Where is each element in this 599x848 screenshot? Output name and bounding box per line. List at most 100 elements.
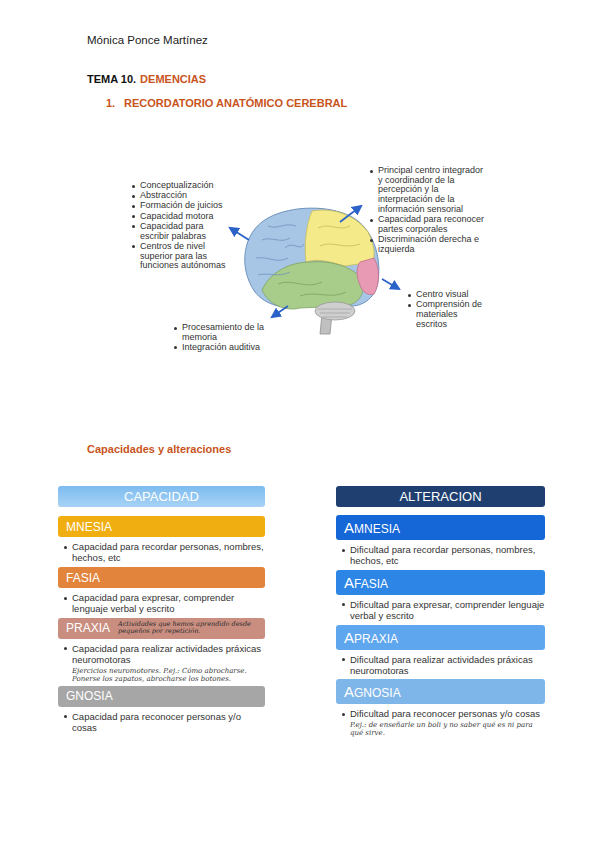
color-band: AFASIA bbox=[336, 570, 545, 595]
description-text: Capacidad para recordar personas, nombre… bbox=[72, 541, 264, 563]
label-text: RECORDATORIO ANATÓMICO CEREBRAL bbox=[124, 97, 347, 109]
function-item: Conceptualización bbox=[128, 181, 228, 191]
column-header: ALTERACION bbox=[336, 486, 545, 507]
bullet-dot bbox=[342, 603, 345, 606]
capacity-box: PRAXIA Actividades que hemos aprendido de… bbox=[58, 618, 265, 683]
band-title: AFASIA bbox=[344, 574, 388, 591]
description-text: Dificultad para realizar actividades prá… bbox=[350, 654, 533, 676]
label-text: Comprensión de materiales escritos bbox=[416, 299, 482, 328]
function-item: Formación de juicios bbox=[128, 201, 228, 211]
label-text: Mónica Ponce Martínez bbox=[87, 34, 208, 46]
function-item: Abstracción bbox=[128, 191, 228, 201]
bullet-dot bbox=[132, 245, 135, 248]
description-text: Dificultad para reconocer personas y/o c… bbox=[350, 708, 540, 719]
function-item: Capacidad para escribir palabras bbox=[128, 222, 228, 241]
function-item: Comprensión de materiales escritos bbox=[404, 300, 486, 329]
label-text: Discriminación derecha e izquierda bbox=[378, 234, 479, 254]
label-text: Capacidades y alteraciones bbox=[87, 443, 231, 455]
leader-arrows bbox=[230, 206, 399, 317]
description: Capacidad para reconocer personas y/o co… bbox=[58, 711, 265, 734]
topic-title: DEMENCIAS bbox=[140, 73, 206, 85]
label-text: Centro visual bbox=[416, 289, 469, 299]
label-text: Principal centro integrador y coordinado… bbox=[378, 165, 483, 214]
description: Capacidad para recordar personas, nombre… bbox=[58, 541, 265, 564]
bullet-dot bbox=[342, 658, 345, 661]
label-text: Abstracción bbox=[140, 190, 187, 200]
bullet-dot bbox=[132, 215, 135, 218]
bullet-dot bbox=[370, 219, 373, 222]
capacity-box: FASIA Capacidad para expresar, comprender… bbox=[58, 567, 265, 615]
label-text: Conceptualización bbox=[140, 180, 214, 190]
bullet-dot bbox=[132, 195, 135, 198]
description: Dificultad para expresar, comprender len… bbox=[336, 599, 545, 622]
bullet-dot bbox=[64, 546, 67, 549]
bullet-dot bbox=[342, 549, 345, 552]
color-band: GNOSIA bbox=[58, 686, 265, 707]
label-text: Capacidad para escribir palabras bbox=[140, 221, 206, 241]
handwritten-note: Actividades que hemos aprendido desde pe… bbox=[118, 621, 253, 635]
label-text: TEMA 10. bbox=[87, 73, 136, 85]
band-title: AMNESIA bbox=[344, 519, 400, 536]
label-text: Capacidad para reconocer partes corporal… bbox=[378, 214, 484, 234]
function-item: Discriminación derecha e izquierda bbox=[366, 235, 490, 254]
color-band: FASIA bbox=[58, 567, 265, 588]
description-text: Capacidad para reconocer personas y/o co… bbox=[72, 711, 241, 733]
column-header: CAPACIDAD bbox=[58, 486, 265, 507]
color-band: CAPACIDAD bbox=[58, 486, 265, 507]
band-title: APRAXIA bbox=[344, 629, 398, 646]
color-band: PRAXIA Actividades que hemos aprendido de… bbox=[58, 618, 265, 639]
label-text: Capacidad motora bbox=[140, 211, 214, 221]
description: Capacidad para expresar, comprender leng… bbox=[58, 592, 265, 615]
color-band: AMNESIA bbox=[336, 515, 545, 540]
band-title: GNOSIA bbox=[66, 689, 113, 703]
topic-number: TEMA 10. bbox=[87, 73, 136, 85]
alteration-box: AFASIA Dificultad para expresar, comprend… bbox=[336, 570, 545, 622]
function-item: Principal centro integrador y coordinado… bbox=[366, 166, 490, 215]
bullet-dot bbox=[64, 597, 67, 600]
color-band: APRAXIA bbox=[336, 625, 545, 650]
label-text: Centros de nivel superior para las funci… bbox=[140, 241, 226, 270]
description: Dificultad para reconocer personas y/o c… bbox=[336, 708, 545, 719]
bullet-dot bbox=[132, 185, 135, 188]
function-item: Capacidad motora bbox=[128, 212, 228, 222]
description-text: Capacidad para realizar actividades práx… bbox=[72, 643, 261, 665]
label-text: Integración auditiva bbox=[182, 342, 260, 352]
bullet-dot bbox=[64, 647, 67, 650]
alteration-box: APRAXIA Dificultad para realizar activida… bbox=[336, 625, 545, 677]
band-title: PRAXIA bbox=[66, 621, 110, 635]
band-title: MNESIA bbox=[66, 520, 112, 534]
color-band: MNESIA bbox=[58, 516, 265, 537]
alteration-box: AGNOSIA Dificultad para reconocer persona… bbox=[336, 679, 545, 736]
brain bbox=[245, 208, 379, 334]
bullet-dot bbox=[370, 239, 373, 242]
description-text: Dificultad para recordar personas, nombr… bbox=[350, 544, 535, 566]
function-item: Capacidad para reconocer partes corporal… bbox=[366, 215, 490, 234]
capacity-box: GNOSIA Capacidad para reconocer personas … bbox=[58, 686, 265, 734]
bullet-dot bbox=[342, 713, 345, 716]
bullet-dot bbox=[174, 327, 177, 330]
description-text: Dificultad para expresar, comprender len… bbox=[350, 599, 544, 621]
band-title: CAPACIDAD bbox=[124, 489, 199, 504]
handwritten-note: Ejercicios neuromotores. P.ej.: Cómo abr… bbox=[58, 667, 265, 683]
band-title: AGNOSIA bbox=[344, 683, 401, 700]
function-item: Integración auditiva bbox=[170, 343, 270, 353]
section-number: 1. bbox=[106, 97, 115, 109]
alteration-box: AMNESIA Dificultad para recordar personas… bbox=[336, 515, 545, 567]
label-text: Procesamiento de la memoria bbox=[182, 322, 264, 342]
section-heading: Capacidades y alteraciones bbox=[87, 443, 231, 455]
bullet-dot bbox=[132, 225, 135, 228]
description: Capacidad para realizar actividades práx… bbox=[58, 643, 265, 666]
function-item: Procesamiento de la memoria bbox=[170, 323, 270, 342]
bullet-dot bbox=[408, 294, 411, 297]
bullet-dot bbox=[64, 715, 67, 718]
bullet-dot bbox=[370, 170, 373, 173]
capacity-box: MNESIA Capacidad para recordar personas, … bbox=[58, 516, 265, 564]
function-item: Centros de nivel superior para las funci… bbox=[128, 242, 228, 271]
label-text: Formación de juicios bbox=[140, 200, 223, 210]
band-title: FASIA bbox=[66, 571, 100, 585]
label-text: DEMENCIAS bbox=[140, 73, 206, 85]
band-title: ALTERACION bbox=[399, 489, 481, 504]
description: Dificultad para realizar actividades prá… bbox=[336, 654, 545, 677]
bullet-dot bbox=[408, 304, 411, 307]
